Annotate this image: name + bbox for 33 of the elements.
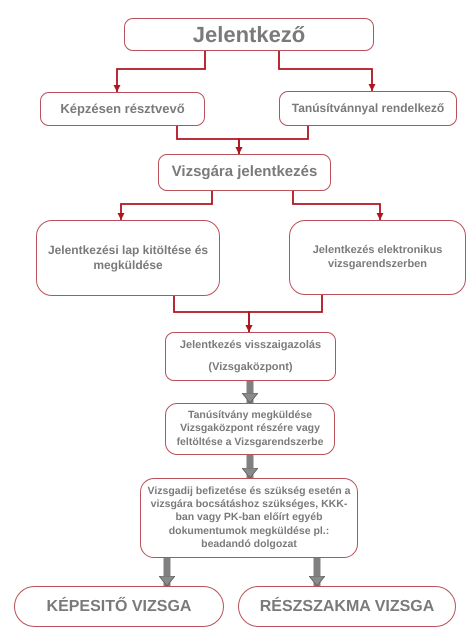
- connector-arrow: [246, 295, 323, 332]
- connector-arrow: [114, 51, 206, 92]
- terminal-box: [14, 586, 224, 627]
- terminal-box: [238, 586, 456, 627]
- connector-arrow: [118, 191, 213, 220]
- block-arrow: [158, 558, 176, 586]
- node-text: (Vizsgaközpont): [208, 360, 293, 374]
- node-text: Jelentkező: [192, 20, 306, 48]
- process-box: [279, 91, 457, 126]
- process-box: [289, 220, 466, 295]
- node-text: Jelentkezési lap kitöltése és megküldése: [46, 243, 210, 273]
- node-text: Tanúsítvány megküldése Vizsgaközpont részére vagy feltöltése a Vizsgarendszerbe: [176, 409, 324, 449]
- process-box: [165, 403, 335, 455]
- process-box: [158, 154, 331, 191]
- connector-arrow: [278, 51, 376, 91]
- process-box: [165, 332, 336, 381]
- connector-arrow: [292, 191, 384, 220]
- node-text: Vizsgadij befizetése és szükség esetén a vizsgára bocsátáshoz szükséges, KKK-ban vagy PK-ban előírt egyéb dokumentumok megküldése pl.: beadandó dolgozat: [147, 485, 351, 551]
- block-arrow: [242, 455, 258, 478]
- node-text: RÉSZSZAKMA VIZSGA: [260, 596, 434, 616]
- node-text: Jelentkezés elektronikus vizsgarendszerben: [312, 244, 444, 272]
- block-arrow: [242, 381, 258, 404]
- node-text: Jelentkezés visszaigazolás: [180, 338, 322, 352]
- node-text: Vizsgára jelentkezés: [172, 163, 318, 182]
- start-box: [124, 18, 374, 51]
- connector-arrow: [236, 126, 309, 154]
- node-text: Képzésen résztvevő: [60, 100, 185, 118]
- process-box: [140, 478, 358, 558]
- process-box: [36, 220, 220, 296]
- node-text: KÉPESITŐ VIZSGA: [46, 596, 192, 616]
- node-text: Tanúsítvánnyal rendelkező: [292, 101, 444, 116]
- process-box: [40, 92, 205, 126]
- block-arrow: [308, 558, 326, 586]
